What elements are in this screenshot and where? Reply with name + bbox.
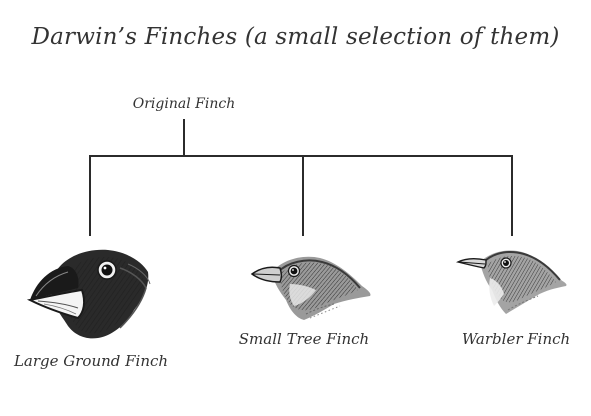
root-node-label: Original Finch: [132, 96, 236, 112]
species-label-warbler-finch: Warbler Finch: [461, 330, 571, 348]
warbler-finch-head-icon: [456, 250, 567, 314]
species-label-large-ground-finch: Large Ground Finch: [13, 352, 169, 370]
species-label-small-tree-finch: Small Tree Finch: [238, 330, 370, 348]
diagram-title: Darwin’s Finches (a small selection of t…: [31, 24, 560, 50]
small-tree-finch-head-icon: [250, 256, 371, 320]
large-ground-finch-head-icon: [26, 249, 151, 339]
